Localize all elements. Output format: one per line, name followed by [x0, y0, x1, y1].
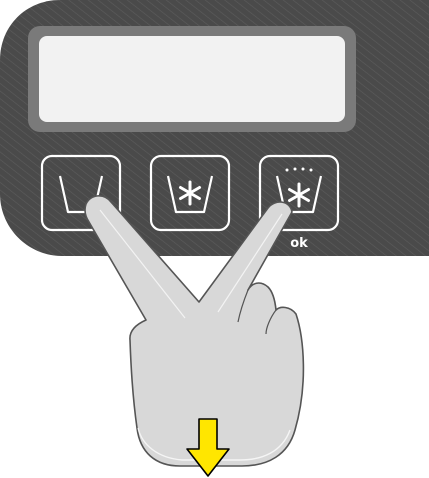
ok-label: ok — [290, 236, 308, 251]
display-screen — [28, 26, 356, 132]
